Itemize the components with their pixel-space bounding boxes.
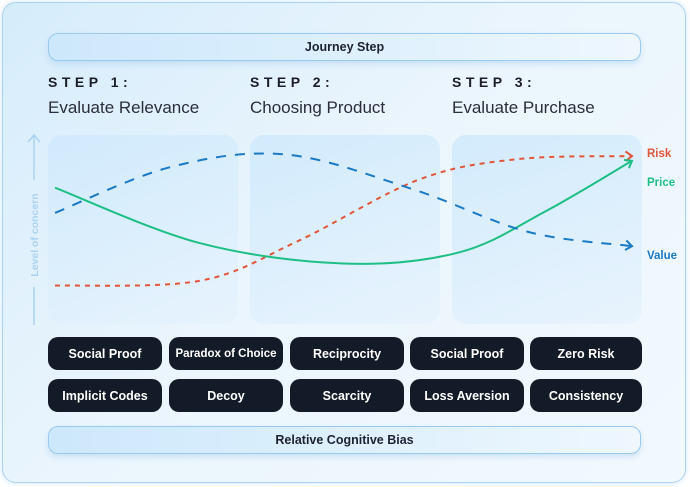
cognitive-bias-footer: Relative Cognitive Bias	[48, 426, 641, 454]
series-line-risk	[54, 155, 633, 287]
bias-chip-implicit-codes: Implicit Codes	[48, 379, 162, 412]
bias-chip-zero-risk: Zero Risk	[530, 337, 642, 370]
arrowhead-icon-price	[623, 158, 634, 169]
journey-step-title: Journey Step	[304, 40, 385, 54]
legend-risk: Risk	[647, 148, 672, 160]
journey-step-header: Journey Step	[48, 33, 641, 61]
bias-chip-scarcity: Scarcity	[290, 379, 404, 412]
step-1-name: Evaluate Relevance	[48, 98, 200, 117]
step-2-name: Choosing Product	[250, 98, 386, 117]
step-2-number: STEP 2:	[250, 74, 335, 90]
series-line-value	[54, 152, 633, 248]
bias-chip-paradox-of-choice: Paradox of Choice	[169, 337, 283, 370]
step-3: STEP 3: Evaluate Purchase	[452, 74, 595, 118]
series-line-price	[54, 159, 633, 265]
bias-chip-consistency: Consistency	[530, 379, 642, 412]
step-1-number: STEP 1:	[48, 74, 133, 90]
legend-price: Price	[647, 177, 676, 189]
bias-chip-loss-aversion: Loss Aversion	[410, 379, 524, 412]
arrow-up-icon	[27, 133, 41, 180]
bias-chip-decoy: Decoy	[169, 379, 283, 412]
cognitive-bias-title: Relative Cognitive Bias	[275, 433, 414, 447]
step-1: STEP 1: Evaluate Relevance	[48, 74, 199, 118]
step-1-panel	[48, 135, 238, 324]
y-axis: Level of concern	[27, 133, 41, 325]
bias-chip-social-proof: Social Proof	[48, 337, 162, 370]
step-3-panel	[452, 135, 642, 324]
bias-chip-social-proof: Social Proof	[410, 337, 524, 370]
legend-value: Value	[647, 250, 678, 262]
step-3-name: Evaluate Purchase	[452, 98, 595, 117]
y-axis-label: Level of concern	[29, 193, 41, 276]
step-2: STEP 2: Choosing Product	[250, 74, 385, 118]
step-2-panel	[250, 135, 440, 324]
step-3-number: STEP 3:	[452, 74, 537, 90]
arrowhead-icon-value	[624, 239, 634, 251]
bias-chip-reciprocity: Reciprocity	[290, 337, 404, 370]
